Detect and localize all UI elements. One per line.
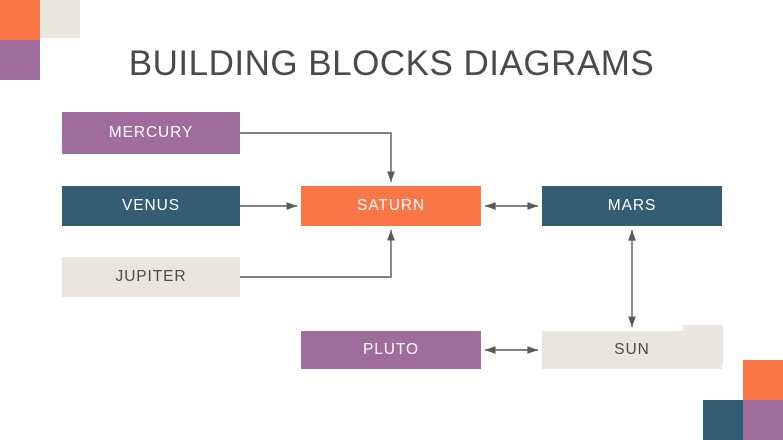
block-mercury[interactable]: MERCURY — [62, 112, 240, 154]
block-sun[interactable]: SUN — [542, 331, 722, 369]
bottom-right-purple-square — [743, 400, 783, 440]
block-saturn-label: SATURN — [357, 197, 425, 214]
block-saturn[interactable]: SATURN — [301, 186, 481, 226]
block-mars-label: MARS — [607, 197, 657, 214]
top-left-beige-square — [40, 0, 80, 38]
connector-jupiter-to-saturn — [240, 229, 395, 278]
block-mercury-label: MERCURY — [108, 124, 194, 141]
block-pluto[interactable]: PLUTO — [301, 331, 481, 369]
top-left-purple-square — [0, 40, 40, 80]
top-left-orange-square — [0, 0, 40, 40]
block-pluto-label: PLUTO — [363, 341, 419, 358]
block-mars[interactable]: MARS — [542, 186, 722, 226]
block-sun-label: SUN — [614, 341, 650, 358]
block-jupiter-label: JUPITER — [115, 268, 187, 285]
page-title: BUILDING BLOCKS DIAGRAMS — [128, 44, 655, 83]
block-jupiter[interactable]: JUPITER — [62, 257, 240, 297]
connector-mercury-to-saturn — [240, 132, 395, 183]
bottom-right-orange-square — [743, 360, 783, 400]
bottom-right-teal-square — [703, 400, 743, 440]
block-venus-label: VENUS — [122, 197, 180, 214]
block-venus[interactable]: VENUS — [62, 186, 240, 226]
